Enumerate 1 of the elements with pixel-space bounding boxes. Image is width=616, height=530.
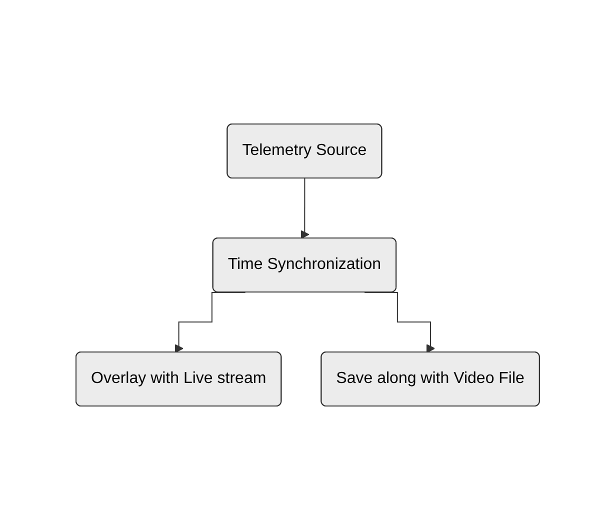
arrow (300, 178, 310, 239)
